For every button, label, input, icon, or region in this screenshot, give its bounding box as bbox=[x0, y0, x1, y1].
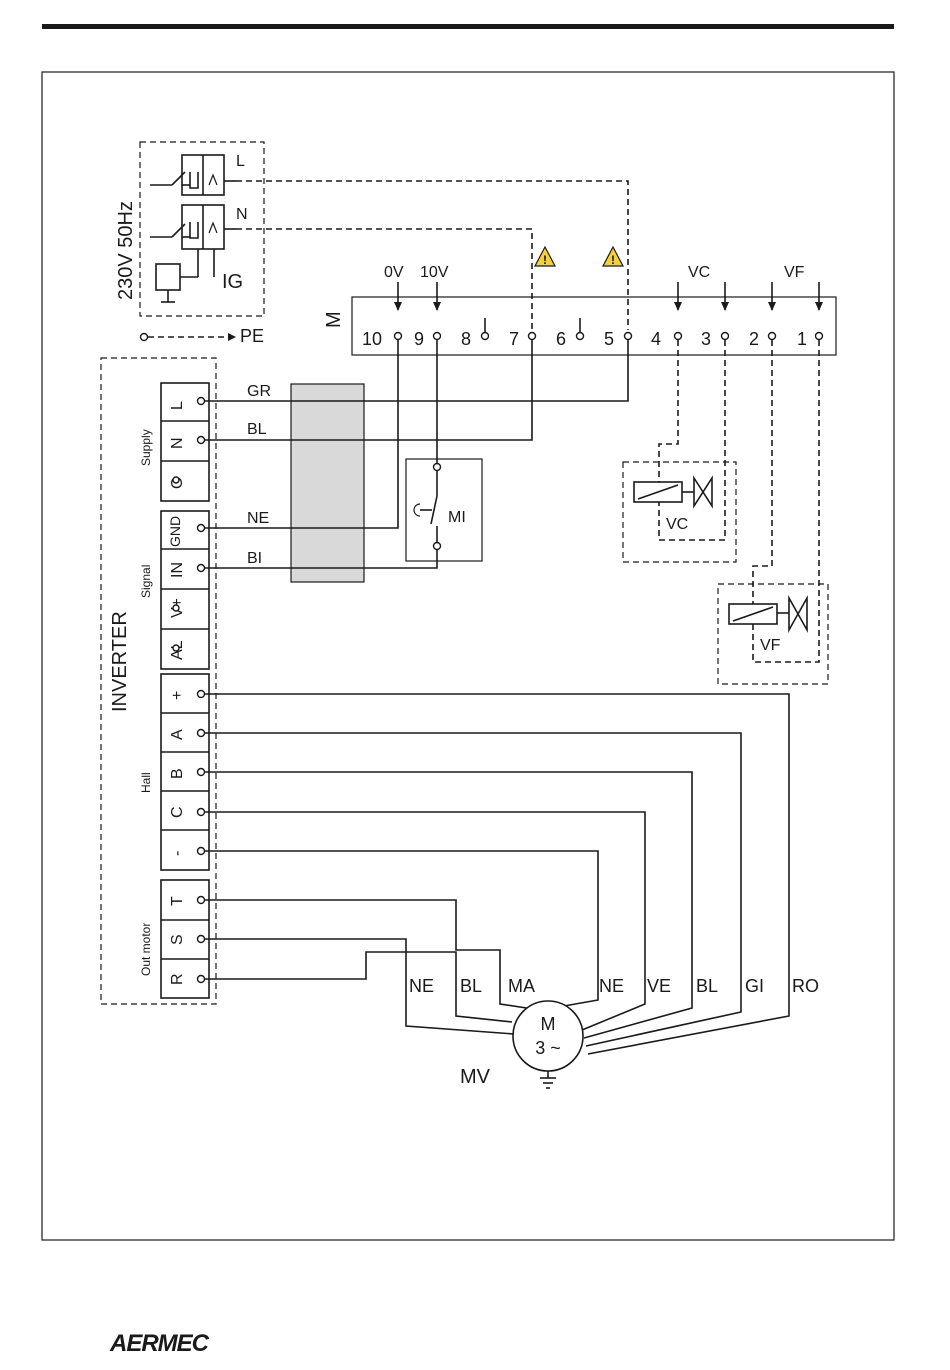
line-label: L bbox=[236, 153, 245, 170]
terminal-label: C bbox=[169, 806, 186, 818]
ferrite-filter bbox=[291, 384, 364, 582]
terminal-label: - bbox=[169, 851, 186, 856]
wire-gi bbox=[205, 733, 741, 1046]
motor-mv: M 3 ~ MV bbox=[460, 1001, 583, 1088]
group-label-signal: Signal bbox=[139, 565, 153, 598]
board-label: M bbox=[323, 311, 345, 328]
motor-wire-label: NE bbox=[599, 976, 624, 996]
valve-vf: VF bbox=[718, 340, 828, 684]
motor-wire-label: GI bbox=[745, 976, 764, 996]
group-label-hall: Hall bbox=[139, 772, 153, 793]
motor-wire-label: BL bbox=[460, 976, 482, 996]
mi-switch-label: MI bbox=[448, 509, 466, 526]
board-terminal-number: 10 bbox=[362, 329, 382, 349]
motor-symbol-bottom: 3 ~ bbox=[535, 1038, 561, 1058]
terminal-label: T bbox=[169, 896, 186, 906]
motor-wire-label: NE bbox=[409, 976, 434, 996]
warning-icon: ! bbox=[603, 247, 623, 267]
board-terminal-number: 6 bbox=[556, 329, 566, 349]
main-switch-label: IG bbox=[222, 271, 243, 293]
board-terminal-number: 8 bbox=[461, 329, 471, 349]
wire-ro bbox=[205, 694, 789, 1054]
motor-label: MV bbox=[460, 1066, 491, 1088]
brand-logo: AERMEC bbox=[109, 1330, 210, 1357]
board-label-0v: 0V bbox=[384, 264, 404, 281]
svg-text:!: ! bbox=[611, 253, 615, 267]
earth-label: PE bbox=[240, 326, 264, 346]
header-rule bbox=[42, 24, 894, 29]
valve-vc: VC bbox=[623, 340, 736, 562]
board-terminal-number: 4 bbox=[651, 329, 661, 349]
wire-label-bi: BI bbox=[247, 550, 262, 567]
terminal-label: + bbox=[169, 691, 186, 700]
supply-voltage-label: 230V 50Hz bbox=[115, 201, 137, 300]
board-terminal-number: 5 bbox=[604, 329, 614, 349]
wire-ne-hall bbox=[205, 851, 598, 1006]
terminal-label: S bbox=[169, 934, 186, 945]
wire-label-gr: GR bbox=[247, 383, 271, 400]
wire-label-ne: NE bbox=[247, 510, 269, 527]
group-label-supply: Supply bbox=[139, 429, 153, 466]
warning-icon: ! bbox=[535, 247, 555, 267]
board-terminal-number: 9 bbox=[414, 329, 424, 349]
terminal-label: N bbox=[169, 437, 186, 449]
wire-label-bl: BL bbox=[247, 421, 267, 438]
wire-ma bbox=[205, 900, 540, 1010]
neutral-label: N bbox=[236, 206, 248, 223]
line-feed-wire bbox=[236, 181, 628, 330]
terminal-board: M 0V 10V VC VF 10 9 8 7 6 5 4 3 2 1 bbox=[323, 264, 836, 355]
terminal-label: L bbox=[169, 401, 186, 410]
motor-wire-label: RO bbox=[792, 976, 819, 996]
terminal-label: IN bbox=[169, 562, 186, 578]
motor-wire-label: MA bbox=[508, 976, 535, 996]
motor-symbol-top: M bbox=[541, 1014, 556, 1034]
terminal-label: B bbox=[169, 768, 186, 779]
board-terminal-number: 3 bbox=[701, 329, 711, 349]
board-terminal-number: 7 bbox=[509, 329, 519, 349]
terminal-label: R bbox=[169, 973, 186, 985]
mi-switch: MI bbox=[406, 459, 482, 561]
board-label-vf: VF bbox=[784, 264, 805, 281]
wire-ve bbox=[205, 812, 645, 1030]
board-terminal-number: 1 bbox=[797, 329, 807, 349]
valve-vf-label: VF bbox=[760, 637, 781, 654]
terminal-label: A bbox=[169, 729, 186, 740]
inverter-label: INVERTER bbox=[109, 611, 131, 712]
terminal-label: GND bbox=[167, 516, 183, 547]
inverter-block: INVERTER Supply Signal Hall Out motor L … bbox=[101, 358, 216, 1004]
group-label-out-motor: Out motor bbox=[139, 923, 153, 976]
board-label-10v: 10V bbox=[420, 264, 449, 281]
board-label-vc: VC bbox=[688, 264, 710, 281]
power-supply-block: 230V 50Hz L N IG PE bbox=[115, 142, 264, 346]
motor-wire-label: BL bbox=[696, 976, 718, 996]
board-terminal-number: 2 bbox=[749, 329, 759, 349]
valve-vc-label: VC bbox=[666, 516, 688, 533]
motor-wire-label: VE bbox=[647, 976, 671, 996]
svg-text:!: ! bbox=[543, 253, 547, 267]
